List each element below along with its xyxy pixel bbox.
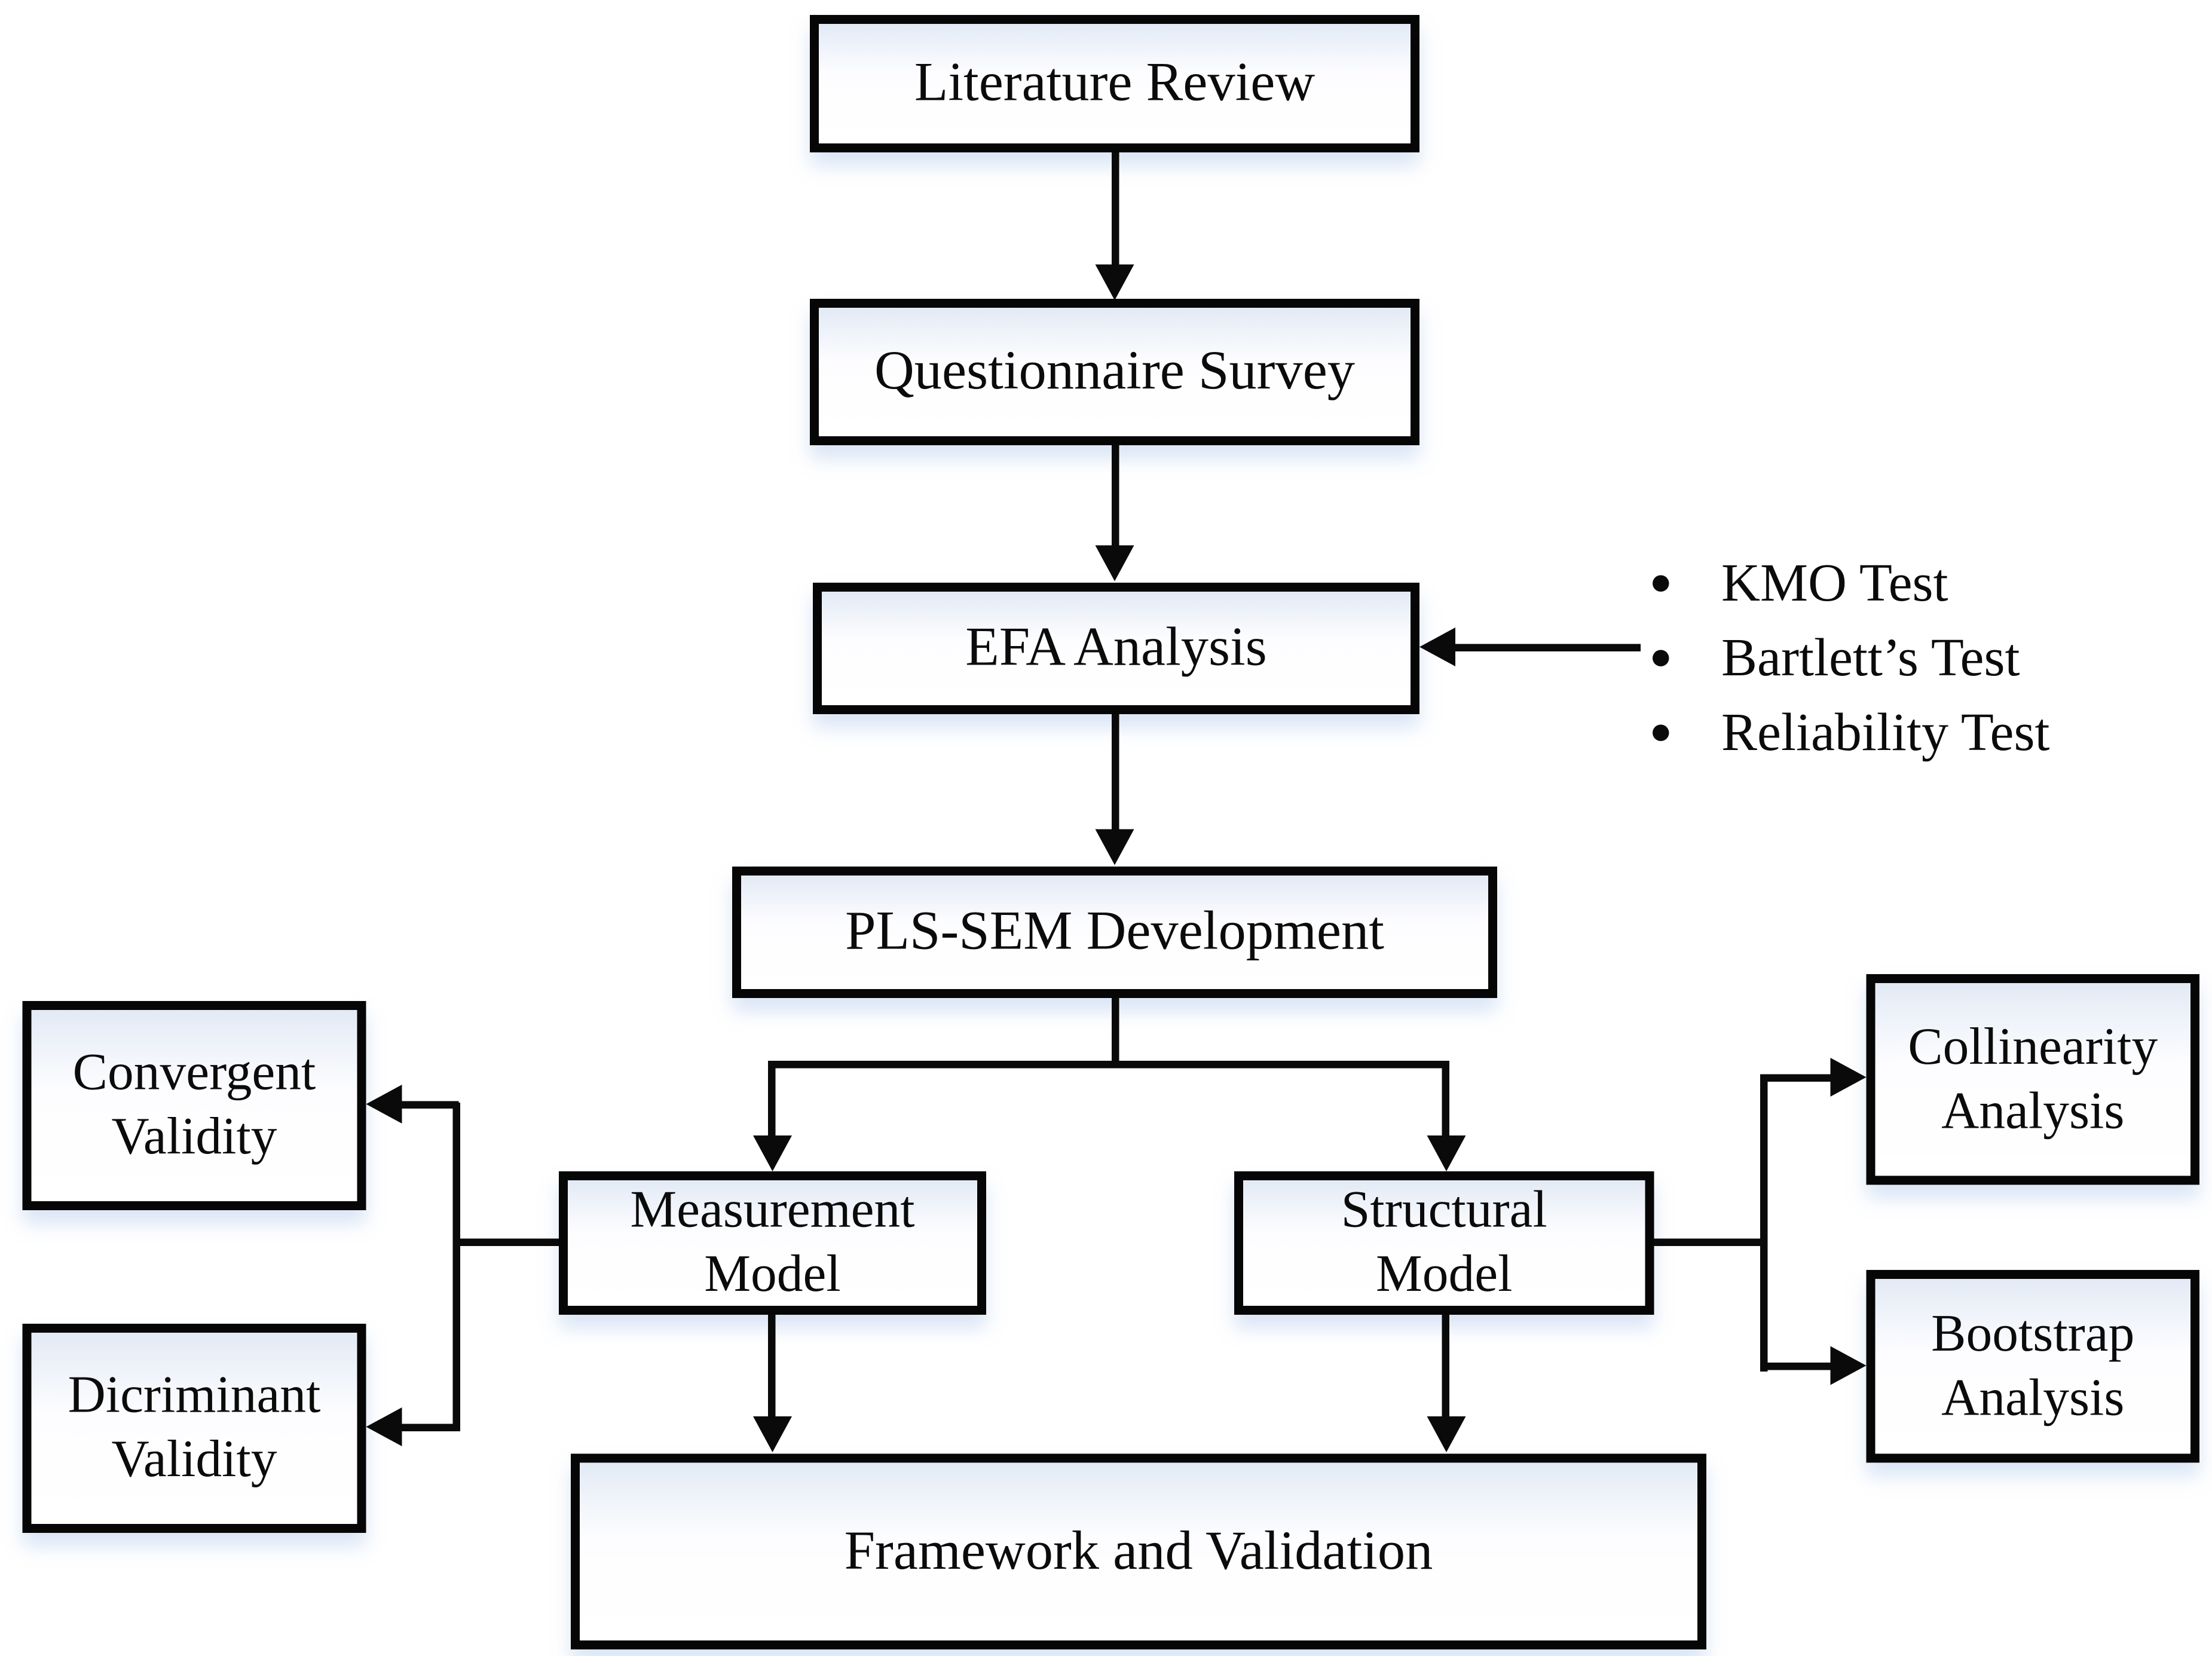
node-collinearity-analysis: Collinearity Analysis <box>1866 974 2199 1185</box>
node-label-line1: Structural <box>1341 1180 1547 1239</box>
node-label-line2: Model <box>704 1244 841 1303</box>
node-label-line1: Collinearity <box>1908 1017 2158 1076</box>
edge-measurement-to-bracket-line <box>452 1238 559 1246</box>
node-label-line2: Validity <box>111 1430 277 1489</box>
node-label: Framework and Validation <box>844 1520 1433 1582</box>
node-label-line1: Convergent <box>72 1043 316 1102</box>
arrow-left-icon <box>1419 627 1455 666</box>
node-questionnaire-survey: Questionnaire Survey <box>810 299 1419 445</box>
edge-pls-split-bar <box>768 1061 1449 1069</box>
edge-questionnaire-to-efa-line <box>1112 445 1119 550</box>
edge-to-convergent-line <box>402 1101 459 1109</box>
node-label-line2: Analysis <box>1941 1080 2125 1140</box>
efa-annotation-row: KMO Test <box>1653 550 1948 616</box>
arrow-down-icon <box>753 1416 792 1452</box>
arrow-down-icon <box>1095 829 1134 865</box>
edge-measurement-to-framework-line <box>768 1315 776 1419</box>
node-efa-analysis: EFA Analysis <box>813 583 1419 714</box>
edge-structural-to-bracket-line <box>1654 1238 1768 1246</box>
bullet-icon <box>1653 649 1669 666</box>
arrow-left-icon <box>366 1407 402 1446</box>
node-label-line1: Bootstrap <box>1931 1304 2135 1363</box>
edge-pls-to-structural-line <box>1442 1061 1449 1138</box>
edge-to-collinearity-line <box>1767 1074 1831 1082</box>
annotation-label: KMO Test <box>1721 553 1948 613</box>
efa-annotation-row: Bartlett’s Test <box>1653 625 2020 690</box>
annotation-label: Reliability Test <box>1721 702 2050 762</box>
node-framework-and-validation: Framework and Validation <box>571 1453 1706 1649</box>
arrow-down-icon <box>1427 1416 1466 1452</box>
bullet-icon <box>1653 724 1669 740</box>
arrow-down-icon <box>1095 264 1134 301</box>
arrow-right-icon <box>1830 1346 1867 1385</box>
arrow-right-icon <box>1830 1058 1867 1097</box>
edge-right-bracket-bar <box>1760 1074 1768 1372</box>
edge-annotations-to-efa-line <box>1452 644 1641 651</box>
node-label-line2: Model <box>1375 1244 1513 1303</box>
node-measurement-model: Measurement Model <box>559 1171 986 1315</box>
node-label: PLS-SEM Development <box>845 901 1384 963</box>
node-label: EFA Analysis <box>965 617 1267 679</box>
node-pls-sem-development: PLS-SEM Development <box>732 867 1497 998</box>
efa-annotation-row: Reliability Test <box>1653 699 2049 765</box>
node-label-line1: Measurement <box>630 1180 915 1239</box>
bullet-icon <box>1653 574 1669 591</box>
node-label-line2: Analysis <box>1941 1367 2125 1427</box>
node-structural-model: Structural Model <box>1234 1171 1654 1315</box>
node-label: Literature Review <box>914 53 1315 115</box>
node-label: Questionnaire Survey <box>874 341 1356 403</box>
annotation-label: Bartlett’s Test <box>1721 627 2020 687</box>
edge-structural-to-framework-line <box>1442 1315 1449 1419</box>
node-literature-review: Literature Review <box>810 15 1419 152</box>
node-label-line1: Dicriminant <box>68 1366 321 1425</box>
arrow-down-icon <box>1427 1135 1466 1171</box>
edge-pls-to-measurement-line <box>768 1061 776 1138</box>
node-label-line2: Validity <box>111 1107 277 1166</box>
arrow-down-icon <box>753 1135 792 1171</box>
arrow-down-icon <box>1095 545 1134 581</box>
node-dicriminant-validity: Dicriminant Validity <box>22 1324 366 1533</box>
node-convergent-validity: Convergent Validity <box>22 1001 366 1210</box>
edge-to-bootstrap-line <box>1767 1363 1831 1370</box>
edge-to-dicriminant-line <box>402 1424 459 1431</box>
edge-efa-to-pls-line <box>1112 714 1119 834</box>
edge-pls-split-stub <box>1112 998 1119 1067</box>
node-bootstrap-analysis: Bootstrap Analysis <box>1866 1270 2199 1463</box>
edge-lit-to-questionnaire-line <box>1112 152 1119 269</box>
arrow-left-icon <box>366 1085 402 1124</box>
edge-left-bracket-bar <box>452 1103 460 1431</box>
